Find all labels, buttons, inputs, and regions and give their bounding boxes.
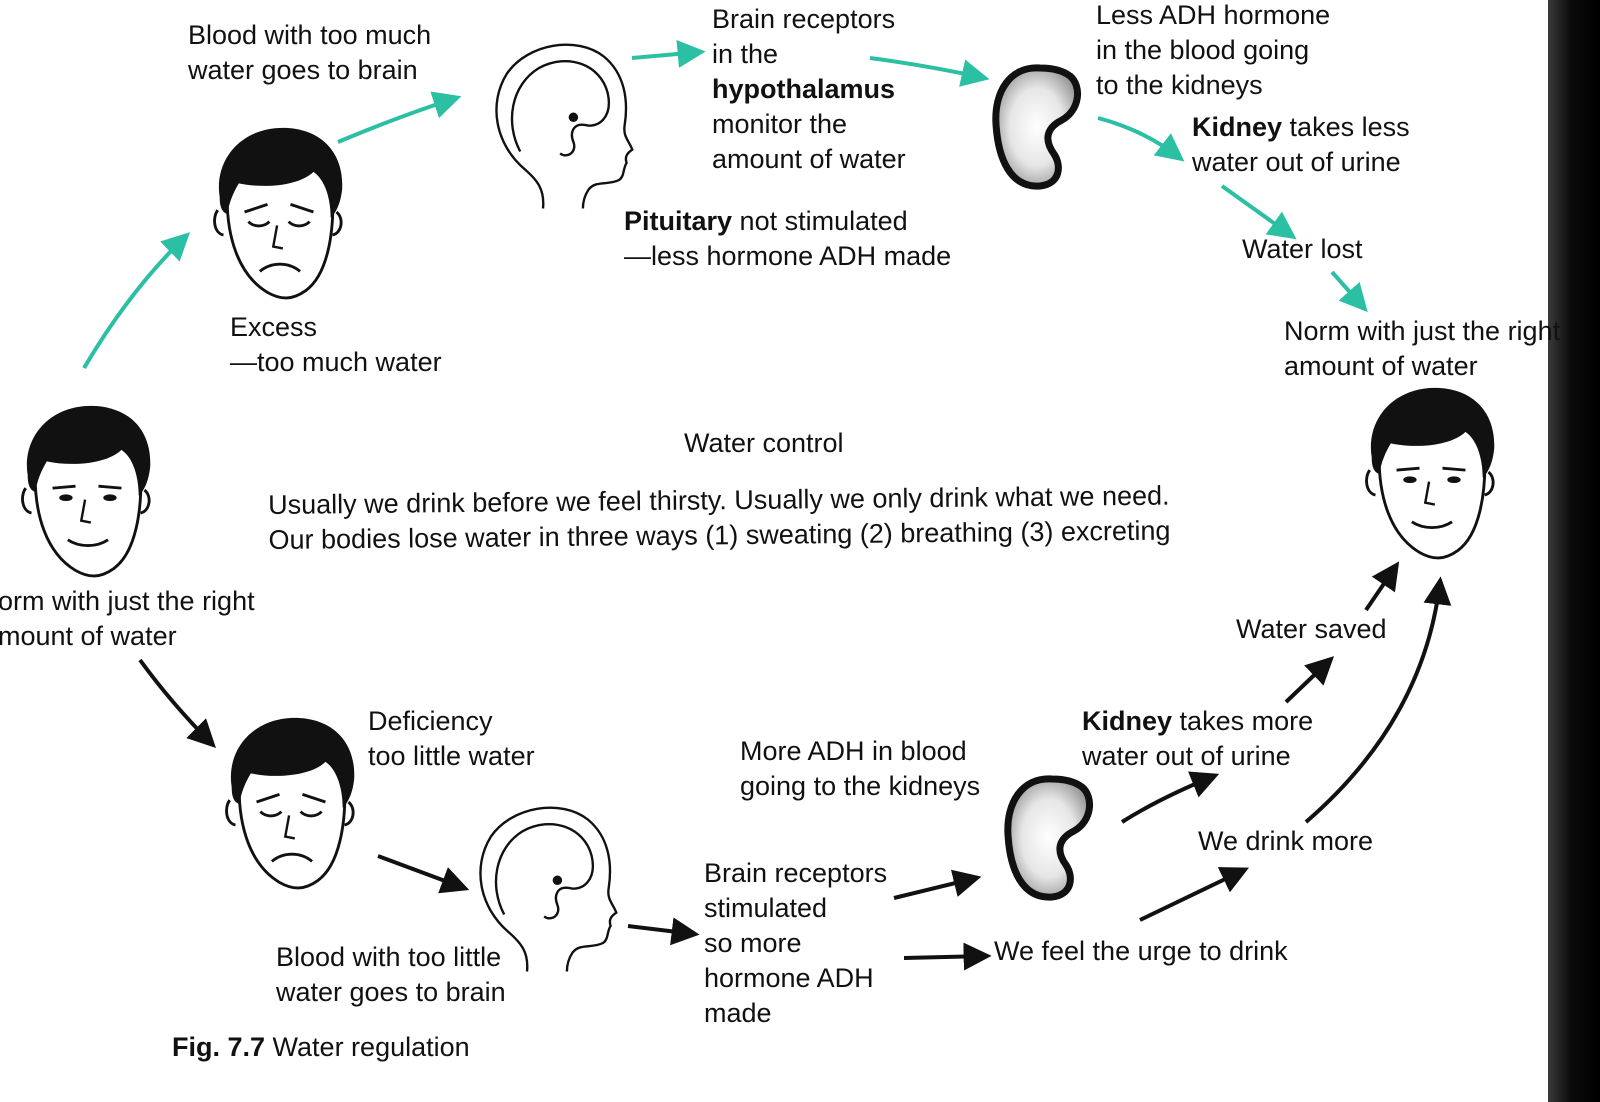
figure-caption: Fig. 7.7 Water regulation — [172, 1030, 470, 1065]
arrow-water-saved — [1284, 656, 1335, 704]
kidney-more-label: Kidney takes more water out of urine — [1082, 706, 1314, 771]
arrow-to-brain — [337, 91, 462, 144]
kidney-icon — [996, 68, 1078, 186]
arrow-to-norm-low — [1364, 561, 1400, 612]
arrow-excess-start — [82, 232, 191, 370]
figure-number: Fig. 7.7 — [172, 1032, 266, 1062]
excess-receptors-label: Brain receptors in the hypothalamus moni… — [712, 4, 906, 174]
arrow-to-urge — [903, 942, 992, 971]
arrow-to-brain-low — [377, 854, 470, 894]
arrow-to-receptors-low — [627, 917, 700, 946]
arrow-kidney-more — [1120, 771, 1220, 824]
arrow-to-receptors — [631, 40, 706, 68]
water-lost-label: Water lost — [1242, 234, 1363, 264]
deficiency-receptors-label: Brain receptors stimulated so more hormo… — [704, 858, 888, 1028]
arrow-deficiency-start — [138, 658, 216, 748]
kidney-less-label: Kidney takes less water out of urine — [1192, 112, 1410, 177]
happy-face-icon — [1365, 386, 1496, 560]
description-text: Usually we drink before we feel thirsty.… — [268, 480, 1171, 555]
arrow-drink-to-norm — [1304, 576, 1452, 824]
excess-state-label: Excess—too much water — [230, 312, 442, 377]
happy-face-icon — [21, 404, 152, 578]
pituitary-label: Pituitary not stimulated —less hormone A… — [624, 206, 952, 271]
less-adh-label: Less ADH hormone in the blood going to t… — [1096, 0, 1331, 100]
kidney-icon — [1008, 779, 1090, 897]
arrow-kidney-less — [1097, 116, 1185, 162]
urge-to-drink-label: We feel the urge to drink — [994, 936, 1288, 966]
head-profile-icon — [495, 43, 634, 210]
sad-face-icon — [225, 716, 356, 890]
water-saved-label: Water saved — [1236, 614, 1387, 644]
drink-more-label: We drink more — [1198, 826, 1374, 856]
more-adh-label: More ADH in blood going to the kidneys — [740, 736, 981, 801]
page-binding-shadow — [1548, 0, 1600, 1102]
arrow-to-kidney-low — [893, 869, 982, 900]
arrow-water-lost — [1220, 184, 1297, 240]
diagram-title: Water control — [684, 428, 844, 458]
arrow-to-kidney — [869, 56, 990, 87]
figure-caption-text: Water regulation — [272, 1032, 470, 1062]
arrow-to-norm — [1330, 270, 1368, 313]
arrow-to-drink — [1139, 867, 1250, 922]
sad-face-icon — [213, 126, 344, 300]
